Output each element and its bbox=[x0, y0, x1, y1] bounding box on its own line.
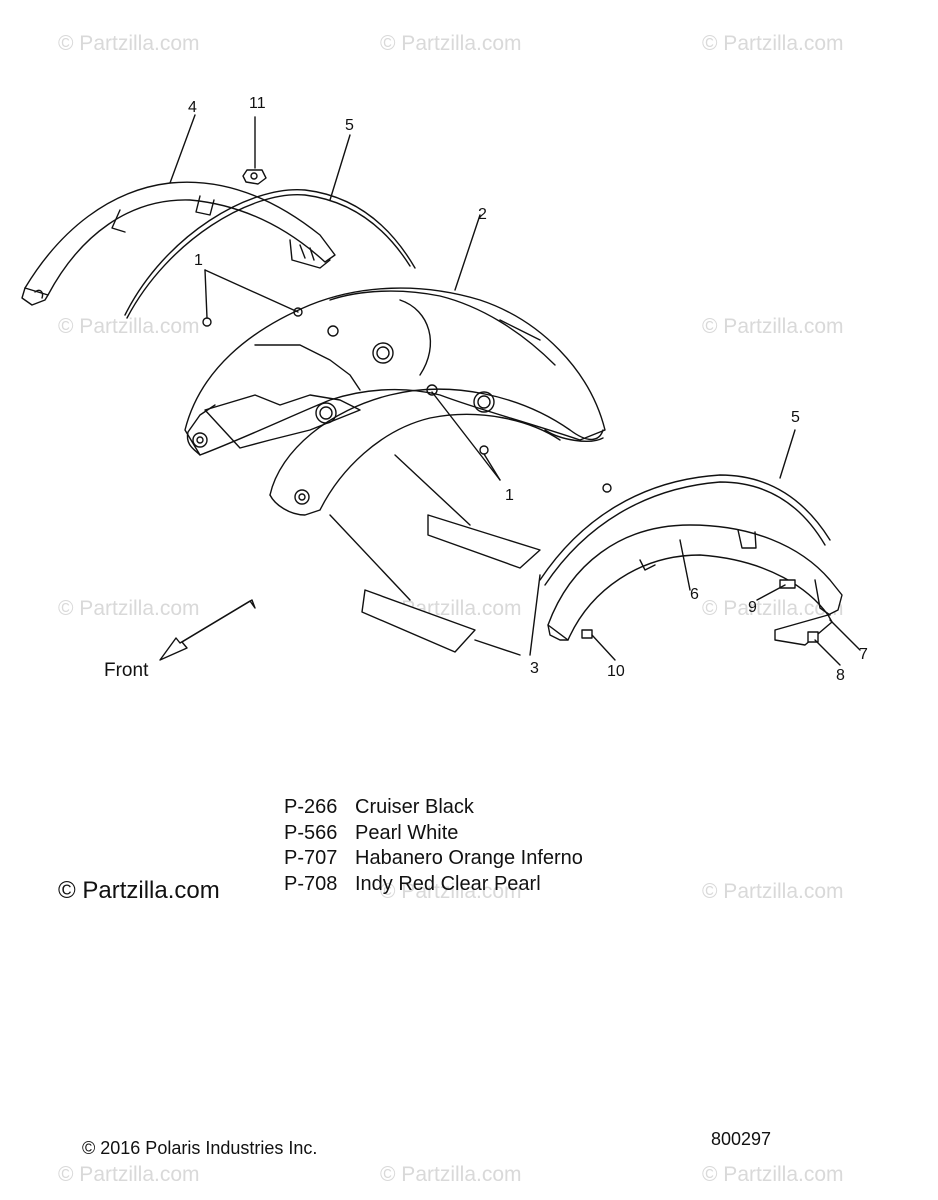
bracket-part bbox=[774, 614, 833, 646]
watermark: © Partzilla.com bbox=[58, 315, 200, 338]
watermark: © Partzilla.com bbox=[702, 32, 844, 55]
callout-10: 10 bbox=[607, 663, 625, 680]
callout-1: 1 bbox=[505, 487, 514, 504]
fender-trim-left-part bbox=[21, 181, 336, 306]
decal-part bbox=[427, 514, 541, 569]
callout-5: 5 bbox=[345, 117, 354, 134]
fender-parts-diagram bbox=[21, 114, 861, 666]
watermark: © Partzilla.com bbox=[58, 597, 200, 620]
legend-code: P-707 bbox=[284, 847, 338, 869]
legend-code: P-266 bbox=[284, 796, 338, 818]
watermark: © Partzilla.com bbox=[702, 315, 844, 338]
front-direction-label: Front bbox=[104, 660, 149, 681]
diagram-number: 800297 bbox=[711, 1129, 772, 1149]
partzilla-copyright: © Partzilla.com bbox=[58, 877, 220, 904]
trim-strip-part bbox=[124, 189, 416, 316]
decal-part bbox=[361, 589, 476, 653]
color-legend: P-266 Cruiser Black P-566 Pearl White P-70… bbox=[284, 795, 583, 897]
callout-6: 6 bbox=[690, 586, 699, 603]
legend-row: P-566 Pearl White bbox=[284, 821, 583, 847]
nut-part bbox=[242, 169, 267, 185]
watermark: © Partzilla.com bbox=[380, 32, 522, 55]
legend-row: P-266 Cruiser Black bbox=[284, 795, 583, 821]
watermark: © Partzilla.com bbox=[702, 880, 844, 903]
legend-color-name: Pearl White bbox=[355, 821, 459, 844]
legend-color-name: Habanero Orange Inferno bbox=[355, 847, 583, 869]
callout-2: 2 bbox=[478, 206, 487, 223]
legend-code: P-708 bbox=[284, 872, 338, 895]
callout-5: 5 bbox=[791, 409, 800, 426]
main-fender-part bbox=[184, 287, 606, 516]
watermark: © Partzilla.com bbox=[58, 1163, 200, 1186]
legend-code: P-566 bbox=[284, 821, 338, 844]
callout-11: 11 bbox=[249, 95, 266, 112]
callout-7: 7 bbox=[859, 646, 868, 663]
trim-strip-part bbox=[539, 474, 831, 581]
fender-trim-right-part bbox=[547, 524, 843, 641]
watermark: © Partzilla.com bbox=[702, 1163, 844, 1186]
polaris-copyright: © 2016 Polaris Industries Inc. bbox=[82, 1138, 318, 1158]
watermark: © Partzilla.com bbox=[58, 32, 200, 55]
callout-4: 4 bbox=[188, 99, 197, 116]
legend-row: P-708 Indy Red Clear Pearl bbox=[284, 872, 583, 898]
callout-9: 9 bbox=[748, 599, 757, 616]
watermark: © Partzilla.com bbox=[380, 1163, 522, 1186]
callout-1: 1 bbox=[194, 252, 203, 269]
callout-8: 8 bbox=[836, 667, 845, 684]
watermark: © Partzilla.com bbox=[380, 880, 522, 903]
callout-3: 3 bbox=[530, 660, 539, 677]
watermark: © Partzilla.com bbox=[702, 597, 844, 620]
legend-color-name: Cruiser Black bbox=[355, 796, 474, 818]
legend-color-name: Indy Red Clear Pearl bbox=[355, 872, 541, 895]
legend-row: P-707 Habanero Orange Inferno bbox=[284, 846, 583, 872]
